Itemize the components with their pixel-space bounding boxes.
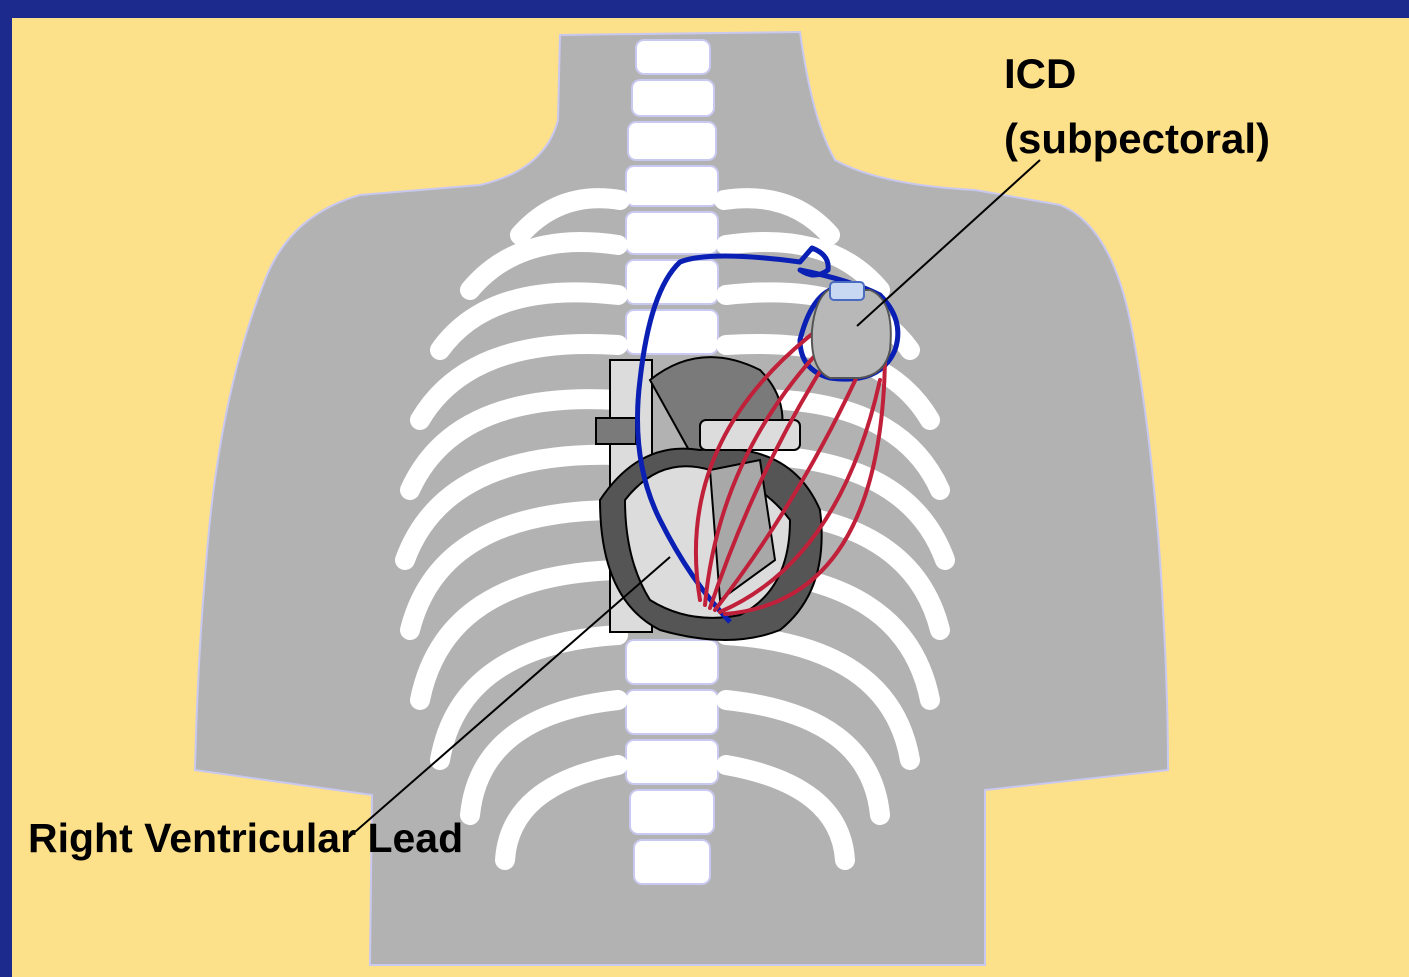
icd-device: [812, 282, 891, 378]
icd-label: ICD: [1004, 53, 1076, 95]
rv-lead-label: Right Ventricular Lead: [28, 818, 463, 859]
icd-subtitle-label: (subpectoral): [1004, 118, 1270, 160]
